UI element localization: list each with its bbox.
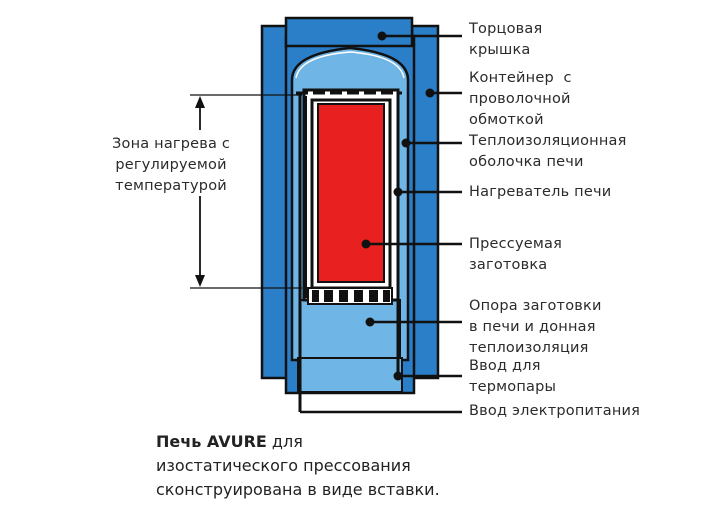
container-right-wall	[410, 24, 440, 380]
insulation-line: оболочка печи	[469, 154, 584, 170]
heater-label: Нагреватель печи	[469, 182, 611, 203]
heater-line: Нагреватель печи	[469, 184, 612, 200]
leader-lines	[300, 31, 462, 414]
container-label: Контейнер с проволочной обмоткой	[469, 68, 572, 131]
end-cover	[284, 16, 414, 48]
heating-zone-line: Зона нагрева с	[112, 136, 231, 152]
caption-line-1: Печь AVURE для	[156, 430, 440, 454]
container-line: обмоткой	[469, 112, 544, 128]
support-teeth	[312, 290, 390, 302]
caption-bold: Печь AVURE	[156, 432, 267, 451]
support-line: в печи и донная	[469, 319, 596, 335]
power-line: Ввод электропитания	[469, 403, 641, 419]
thermocouple-line: термопары	[469, 379, 557, 395]
support-line: Опора заготовки	[469, 298, 602, 314]
end-cover-line: Торцовая	[469, 21, 543, 37]
power-label: Ввод электропитания	[469, 401, 640, 422]
workpiece-line: заготовка	[469, 257, 548, 273]
workpiece-label: Прессуемая заготовка	[469, 234, 562, 276]
workpiece	[317, 103, 385, 283]
zone-arrowhead-up	[195, 96, 205, 108]
thermocouple-label: Ввод для термопары	[469, 356, 556, 398]
dome-line	[295, 51, 405, 79]
support-grid	[307, 287, 393, 305]
bottom-base	[297, 357, 403, 393]
zone-arrowhead-down	[195, 275, 205, 287]
insulation-line: Теплоизоляционная	[469, 133, 627, 149]
thermocouple-line: Ввод для	[469, 358, 541, 374]
caption-rest: для	[266, 432, 303, 451]
insulation-label: Теплоизоляционная оболочка печи	[469, 131, 627, 173]
support-line: теплоизоляция	[469, 340, 589, 356]
container-line: Контейнер с	[469, 70, 572, 86]
caption-line-2: изостатического прессования	[156, 456, 411, 475]
end-cover-label: Торцовая крышка	[469, 19, 542, 61]
container-left-wall	[260, 24, 290, 380]
heating-zone-line: регулируемой	[115, 157, 227, 173]
heating-zone-label: Зона нагрева с регулируемой температурой	[112, 134, 230, 197]
caption: Печь AVURE для изостатического прессован…	[156, 430, 440, 502]
heating-zone-line: температурой	[115, 178, 227, 194]
bottom-insulation	[299, 299, 401, 359]
support-label: Опора заготовки в печи и донная теплоизо…	[469, 296, 602, 359]
container-line: проволочной	[469, 91, 571, 107]
caption-line-3: сконструирована в виде вставки.	[156, 480, 440, 499]
workpiece-line: Прессуемая	[469, 236, 563, 252]
end-cover-line: крышка	[469, 42, 531, 58]
